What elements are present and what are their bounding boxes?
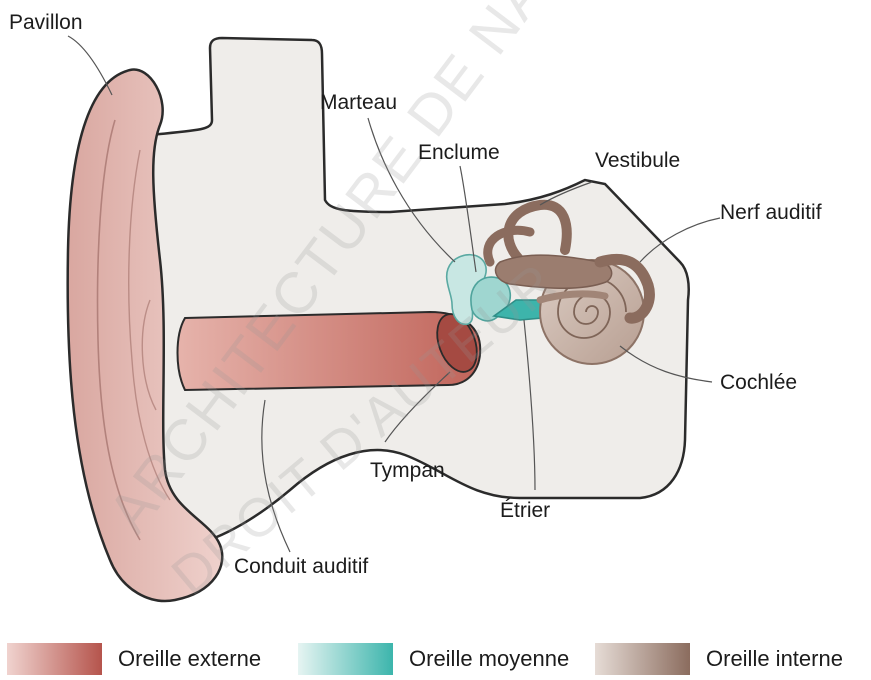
label-enclume: Enclume [418, 142, 500, 163]
legend-swatch-oreille-interne [595, 643, 690, 675]
label-conduit-auditif: Conduit auditif [234, 556, 368, 577]
legend-item-oreille-externe: Oreille externe [7, 643, 261, 675]
label-pavillon: Pavillon [9, 12, 83, 33]
label-cochlee: Cochlée [720, 372, 797, 393]
legend-label-oreille-moyenne: Oreille moyenne [409, 646, 569, 672]
legend-swatch-oreille-moyenne [298, 643, 393, 675]
label-etrier: Étrier [500, 500, 550, 521]
legend-item-oreille-interne: Oreille interne [595, 643, 843, 675]
legend-label-oreille-interne: Oreille interne [706, 646, 843, 672]
legend-item-oreille-moyenne: Oreille moyenne [298, 643, 569, 675]
label-vestibule: Vestibule [595, 150, 680, 171]
label-nerf-auditif: Nerf auditif [720, 202, 822, 223]
label-marteau: Marteau [320, 92, 397, 113]
legend-swatch-oreille-externe [7, 643, 102, 675]
label-tympan: Tympan [370, 460, 445, 481]
legend-label-oreille-externe: Oreille externe [118, 646, 261, 672]
